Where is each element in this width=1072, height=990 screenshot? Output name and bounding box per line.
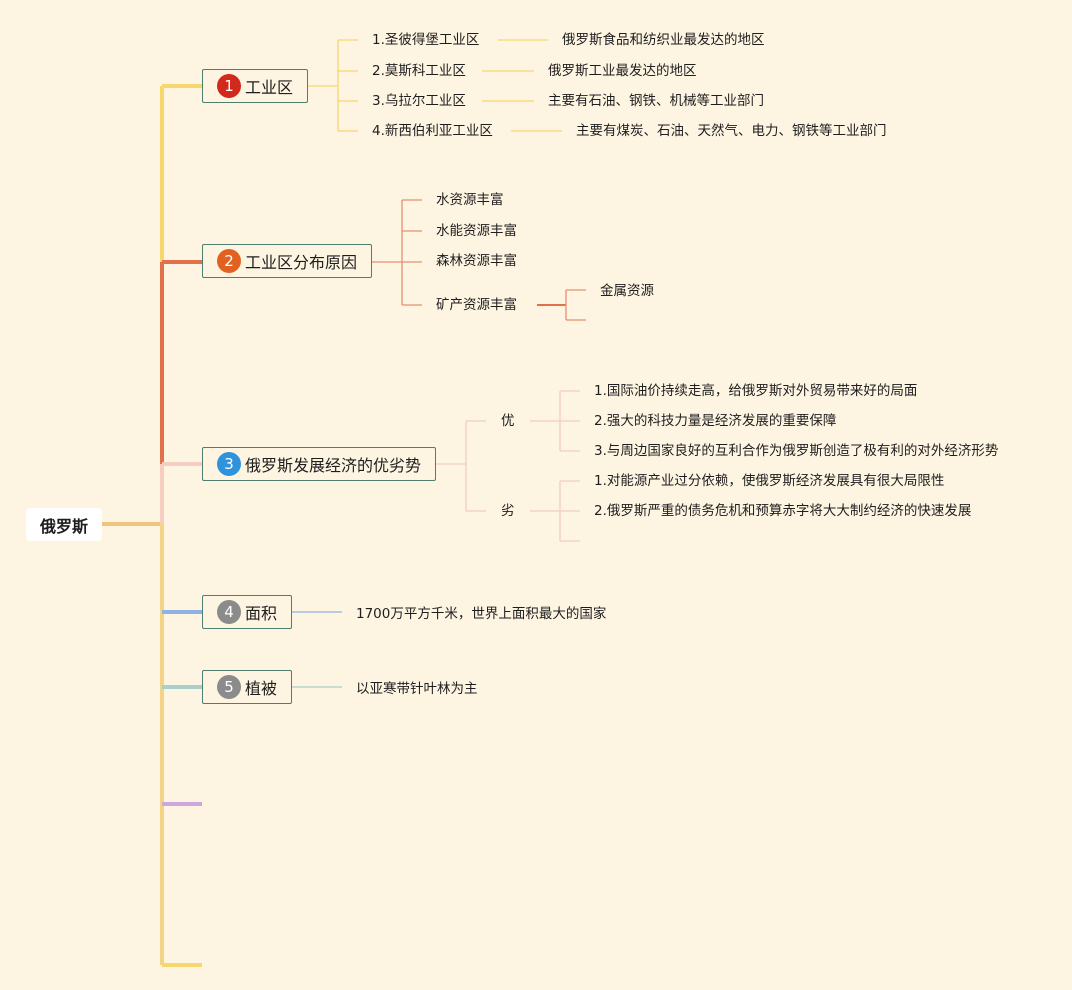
number-badge-2: 2: [217, 249, 241, 273]
zone-name-3[interactable]: 3.乌拉尔工业区: [372, 93, 466, 109]
reason-item-1[interactable]: 水资源丰富: [436, 192, 504, 208]
zone-desc-1[interactable]: 俄罗斯食品和纺织业最发达的地区: [562, 32, 765, 48]
pros-item-1[interactable]: 1.国际油价持续走高，给俄罗斯对外贸易带来好的局面: [594, 383, 918, 399]
topic-vegetation[interactable]: 5 植被: [202, 670, 292, 704]
cons-item-2[interactable]: 2.俄罗斯严重的债务危机和预算赤字将大大制约经济的快速发展: [594, 503, 972, 519]
cons-item-1[interactable]: 1.对能源产业过分依赖，使俄罗斯经济发展具有很大局限性: [594, 473, 945, 489]
reason-sub-item-1[interactable]: 金属资源: [600, 283, 654, 299]
number-badge-1: 1: [217, 74, 241, 98]
zone-desc-2[interactable]: 俄罗斯工业最发达的地区: [548, 63, 697, 79]
pros-item-3[interactable]: 3.与周边国家良好的互利合作为俄罗斯创造了极有利的对外经济形势: [594, 443, 999, 459]
pros-item-2[interactable]: 2.强大的科技力量是经济发展的重要保障: [594, 413, 837, 429]
topic-label: 植被: [245, 679, 278, 698]
topic-distribution-reasons[interactable]: 2 工业区分布原因: [202, 244, 372, 278]
zone-name-2[interactable]: 2.莫斯科工业区: [372, 63, 466, 79]
cons-label[interactable]: 劣: [501, 503, 515, 519]
root-node[interactable]: 俄罗斯: [26, 508, 102, 541]
number-badge-4: 4: [217, 600, 241, 624]
reason-item-2[interactable]: 水能资源丰富: [436, 223, 517, 239]
number-badge-3: 3: [217, 452, 241, 476]
zone-desc-4[interactable]: 主要有煤炭、石油、天然气、电力、钢铁等工业部门: [576, 123, 887, 139]
pros-label[interactable]: 优: [501, 413, 515, 429]
area-detail[interactable]: 1700万平方千米，世界上面积最大的国家: [356, 606, 607, 622]
root-label: 俄罗斯: [39, 516, 88, 536]
topic-label: 工业区分布原因: [245, 253, 358, 272]
vegetation-detail[interactable]: 以亚寒带针叶林为主: [356, 681, 478, 697]
reason-item-4[interactable]: 矿产资源丰富: [436, 297, 517, 313]
topic-industrial-zones[interactable]: 1 工业区: [202, 69, 308, 103]
topic-pros-cons[interactable]: 3 俄罗斯发展经济的优劣势: [202, 447, 436, 481]
zone-desc-3[interactable]: 主要有石油、钢铁、机械等工业部门: [548, 93, 764, 109]
topic-label: 面积: [245, 604, 278, 623]
topic-label: 工业区: [245, 78, 294, 97]
reason-item-3[interactable]: 森林资源丰富: [436, 253, 517, 269]
zone-name-1[interactable]: 1.圣彼得堡工业区: [372, 32, 480, 48]
zone-name-4[interactable]: 4.新西伯利亚工业区: [372, 123, 493, 139]
topic-area[interactable]: 4 面积: [202, 595, 292, 629]
topic-label: 俄罗斯发展经济的优劣势: [245, 456, 422, 475]
number-badge-5: 5: [217, 675, 241, 699]
